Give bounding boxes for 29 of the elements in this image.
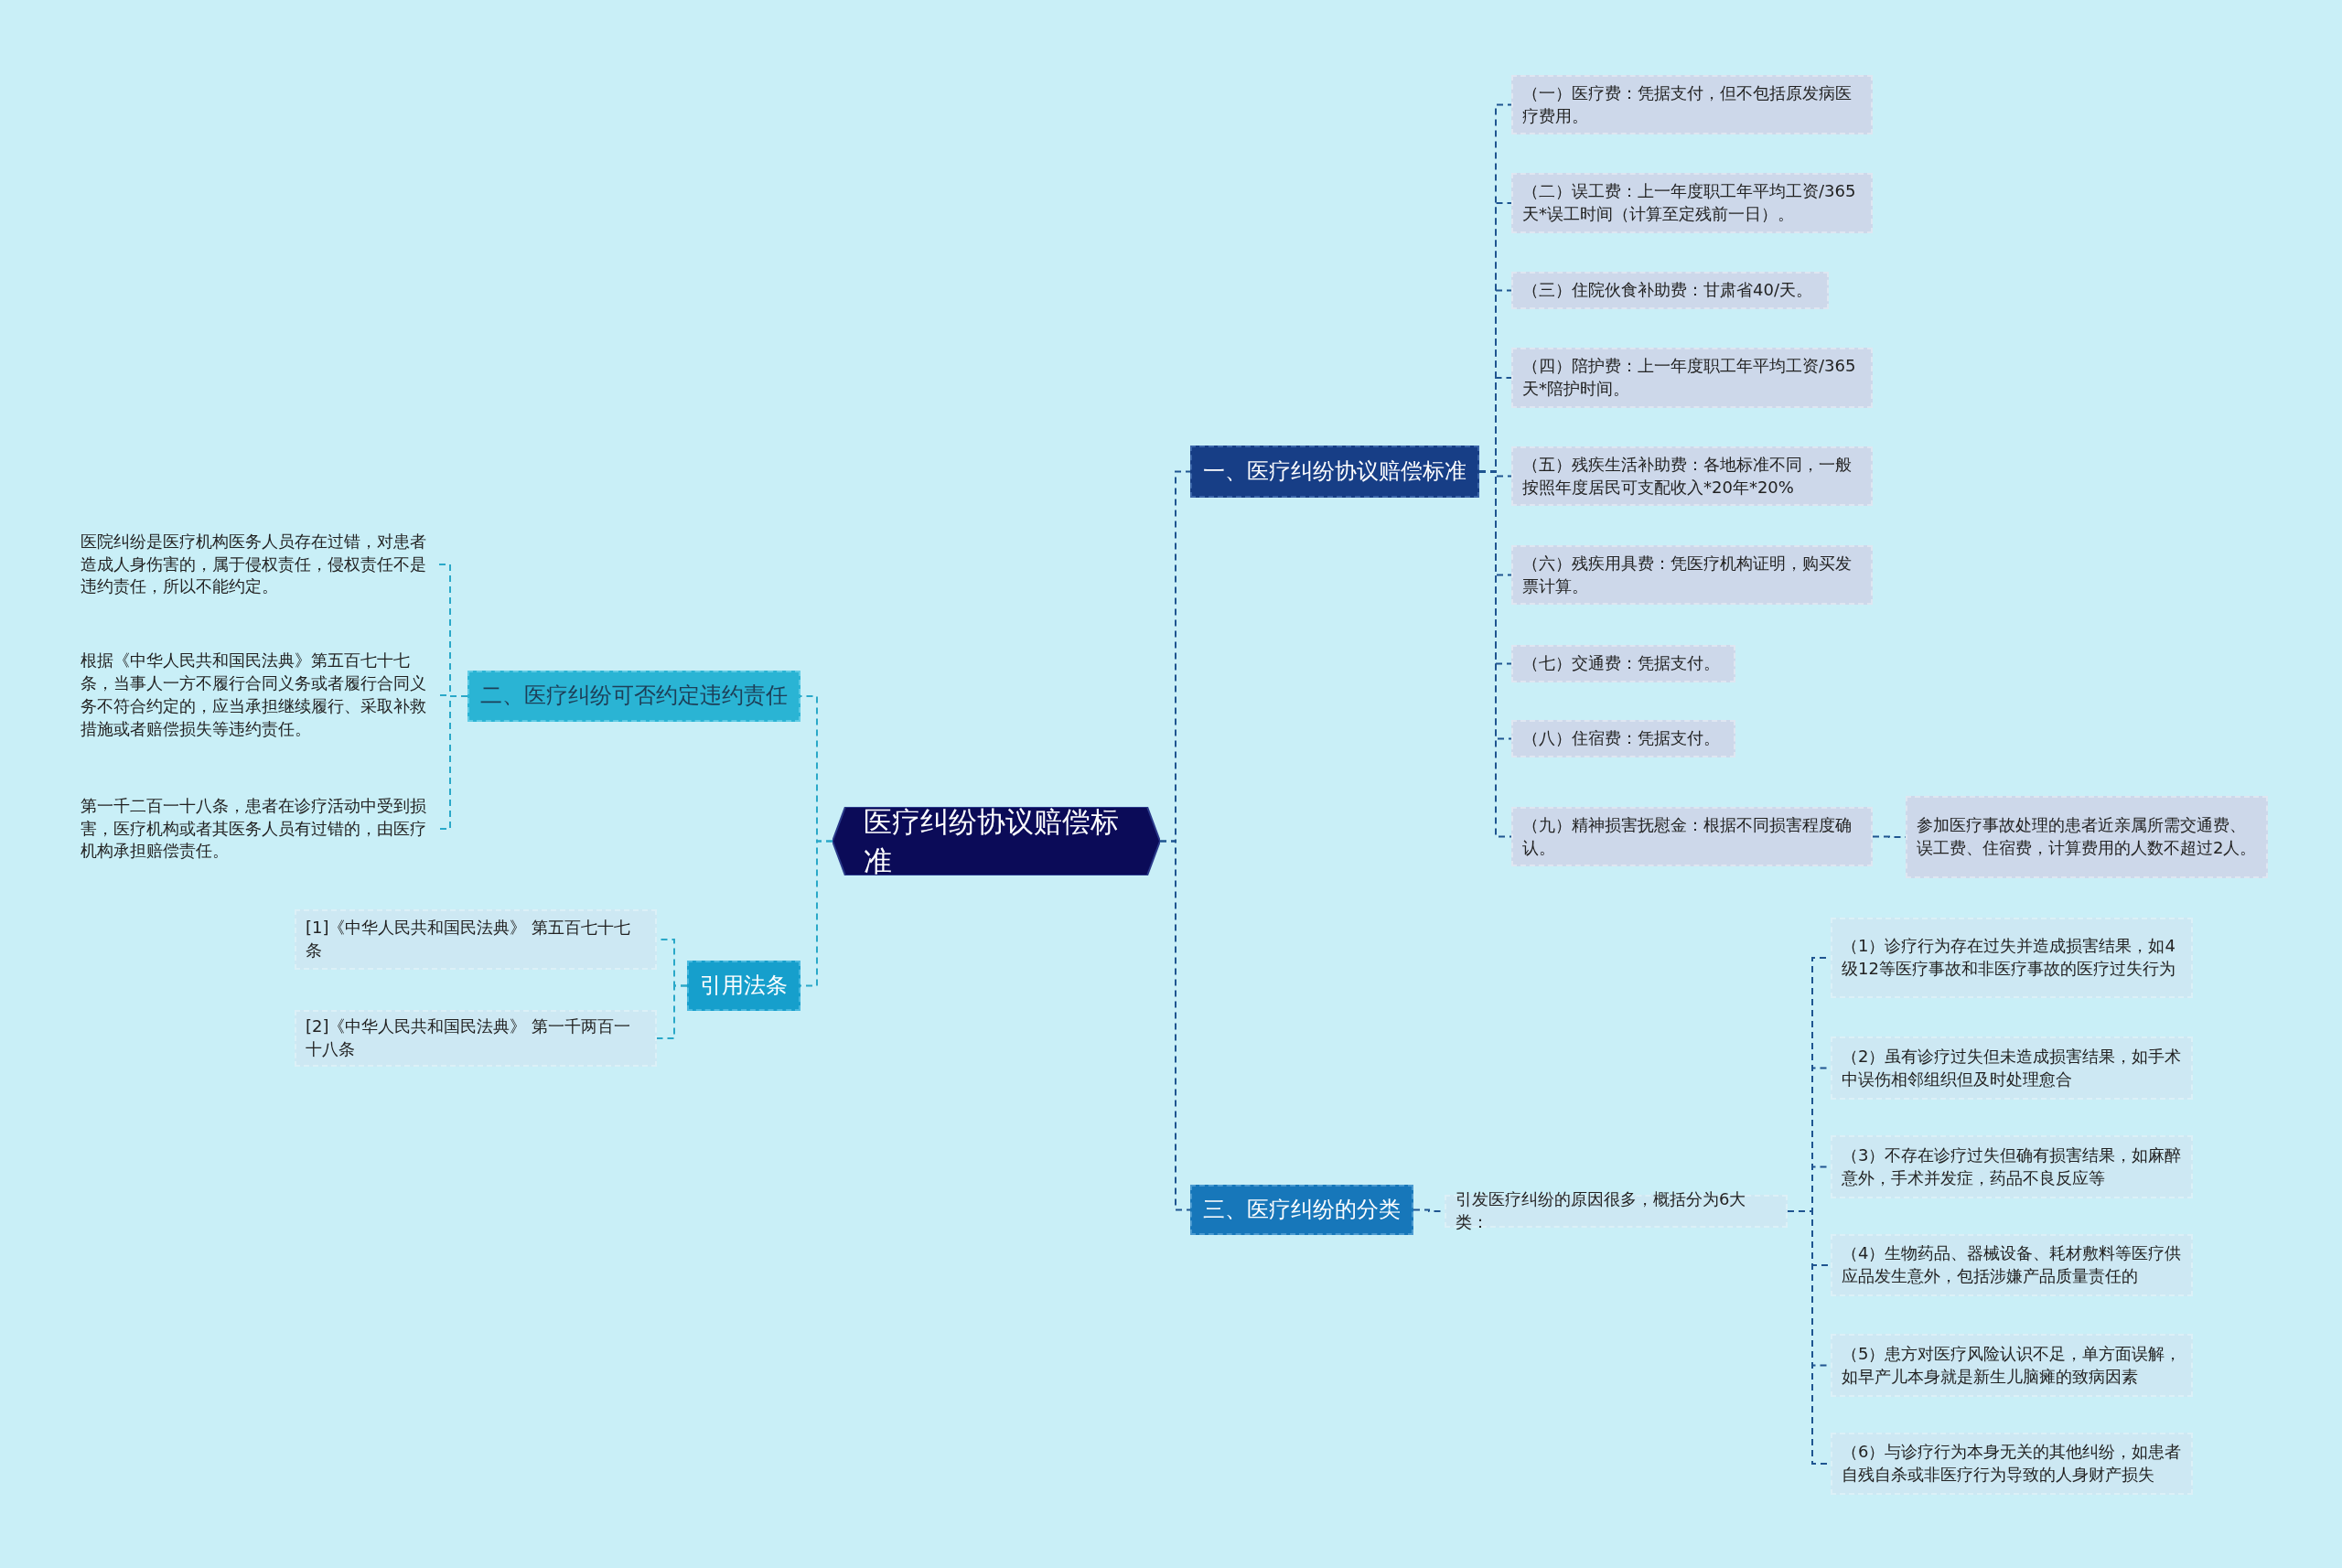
item-box: （6）与诊疗行为本身无关的其他纠纷，如患者自残自杀或非医疗行为导致的人身财产损失 — [1831, 1433, 2193, 1495]
item-box: （一）医疗费：凭据支付，但不包括原发病医疗费用。 — [1511, 75, 1873, 134]
item-box: （六）残疾用具费：凭医疗机构证明，购买发票计算。 — [1511, 545, 1873, 605]
item-box: 参加医疗事故处理的患者近亲属所需交通费、误工费、住宿费，计算费用的人数不超过2人。 — [1906, 796, 2268, 878]
item-box: （九）精神损害抚慰金：根据不同损害程度确认。 — [1511, 807, 1873, 866]
root-hexagon: 医疗纠纷协议赔偿标准 — [833, 807, 1160, 875]
item-box: （4）生物药品、器械设备、耗材敷料等医疗供应品发生意外，包括涉嫌产品质量责任的 — [1831, 1234, 2193, 1296]
item-box: （三）住院伙食补助费：甘肃省40/天。 — [1511, 272, 1829, 309]
topic-box: 二、医疗纠纷可否约定违约责任 — [467, 671, 800, 722]
item-box: （5）患方对医疗风险认识不足，单方面误解，如早产儿本身就是新生儿脑瘫的致病因素 — [1831, 1334, 2193, 1397]
item-box: （七）交通费：凭据支付。 — [1511, 645, 1735, 682]
note-text: 医院纠纷是医疗机构医务人员存在过错，对患者造成人身伤害的，属于侵权责任，侵权责任不是违约责任，所以不能约定。 — [77, 527, 439, 602]
item-box: [1]《中华人民共和国民法典》 第五百七十七条 — [295, 909, 657, 970]
note-text: 第一千二百一十八条，患者在诊疗活动中受到损害，医疗机构或者其医务人员有过错的，由医疗机构承担赔偿责任。 — [77, 791, 439, 866]
item-box: （二）误工费：上一年度职工年平均工资/365天*误工时间（计算至定残前一日）。 — [1511, 173, 1873, 233]
connector-line — [656, 984, 688, 1039]
note-text: 根据《中华人民共和国民法典》第五百七十七条，当事人一方不履行合同义务或者履行合同义务不符合约定的，应当承担继续履行、采取补救措施或者赔偿损失等违约责任。 — [77, 647, 439, 744]
topic-box: 引用法条 — [687, 961, 800, 1011]
connector-line — [438, 695, 468, 830]
item-box: （1）诊疗行为存在过失并造成损害结果，如4级12等医疗事故和非医疗事故的医疗过失行为 — [1831, 918, 2193, 998]
item-box: （2）虽有诊疗过失但未造成损害结果，如手术中误伤相邻组织但及时处理愈合 — [1831, 1036, 2193, 1100]
connector-line — [1159, 840, 1191, 1211]
item-box: [2]《中华人民共和国民法典》 第一千两百一十八条 — [295, 1010, 657, 1067]
item-box: （3）不存在诊疗过失但确有损害结果，如麻醉意外，手术并发症，药品不良反应等 — [1831, 1135, 2193, 1198]
item-box: （五）残疾生活补助费：各地标准不同，一般按照年度居民可支配收入*20年*20% — [1511, 446, 1873, 506]
topic-box: 一、医疗纠纷协议赔偿标准 — [1190, 446, 1479, 498]
item-box: （四）陪护费：上一年度职工年平均工资/365天*陪护时间。 — [1511, 348, 1873, 408]
item-box: （八）住宿费：凭据支付。 — [1511, 720, 1735, 757]
topic-box: 三、医疗纠纷的分类 — [1190, 1185, 1413, 1235]
